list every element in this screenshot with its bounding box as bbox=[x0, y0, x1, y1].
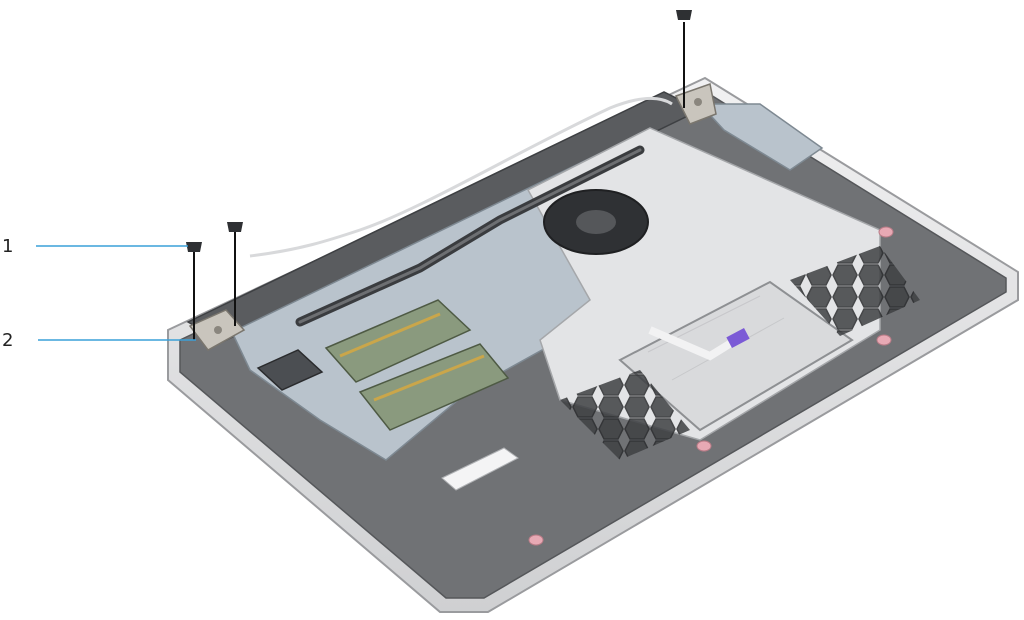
label-sticker bbox=[441, 447, 519, 491]
callout-1-number: 1 bbox=[2, 236, 13, 257]
screw-left-2-icon bbox=[227, 222, 243, 232]
antenna-cable bbox=[249, 96, 673, 258]
wireless-card bbox=[256, 349, 324, 391]
memory-modules bbox=[324, 299, 510, 431]
io-board bbox=[698, 103, 824, 171]
standoffs bbox=[528, 226, 894, 546]
honeycomb-right bbox=[790, 246, 920, 336]
touchpad bbox=[618, 280, 854, 432]
touchpad-cable bbox=[648, 326, 739, 361]
screws bbox=[186, 10, 692, 340]
screw-left-1-icon bbox=[186, 242, 202, 252]
honeycomb-left bbox=[560, 370, 690, 460]
screw-right-icon bbox=[676, 10, 692, 20]
callout-2-number: 2 bbox=[2, 330, 13, 351]
